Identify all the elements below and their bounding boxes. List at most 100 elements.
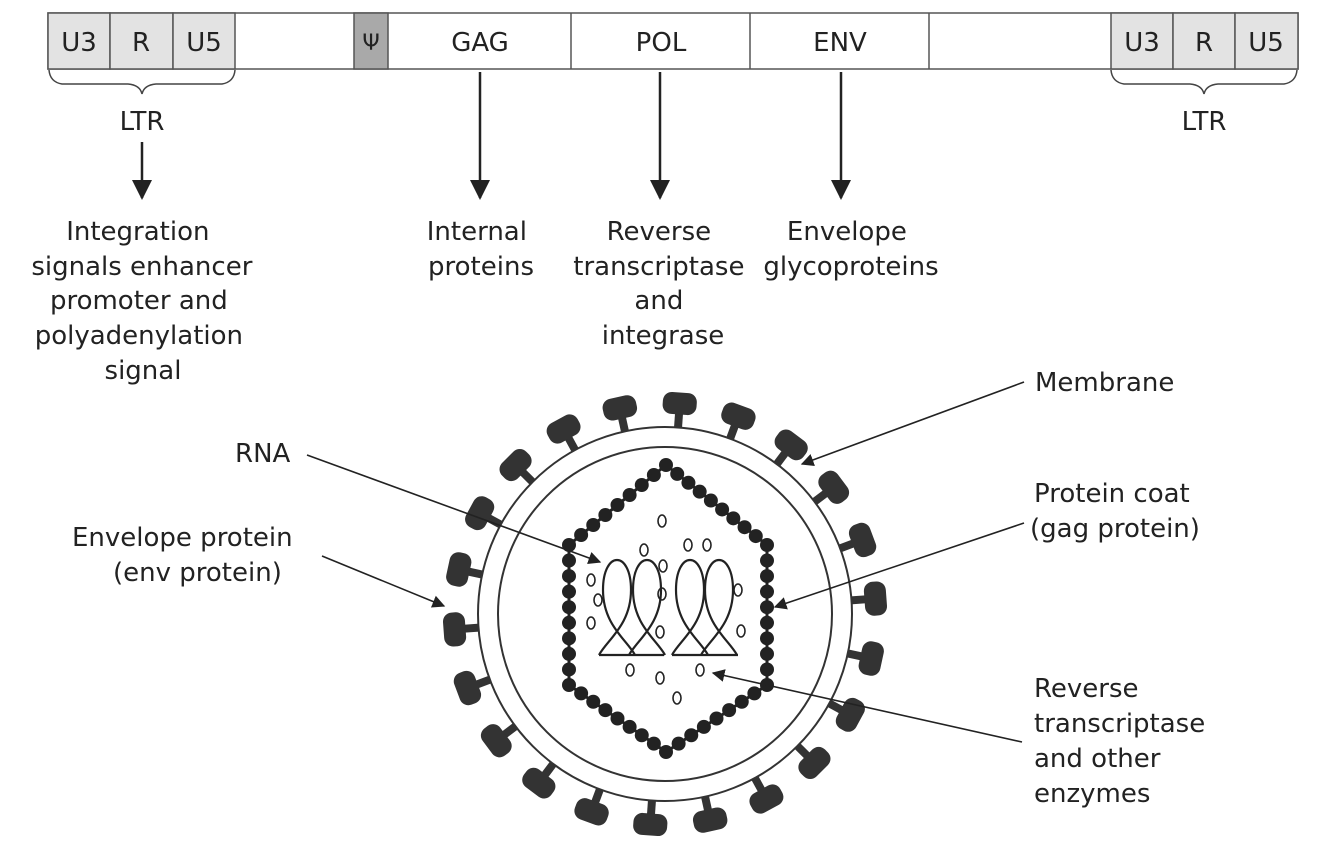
membrane-label: Membrane <box>1035 368 1174 398</box>
genome-map: U3 R U5 Ψ GAG POL ENV U3 R U5 LTR LTR <box>47 12 1299 137</box>
enzyme-oval <box>586 573 596 587</box>
capsid-bead <box>760 631 774 646</box>
capsid-bead <box>715 502 730 517</box>
u3-left-label: U3 <box>61 28 97 58</box>
envelope-protein-pointer <box>321 555 446 608</box>
capsid-bead <box>692 484 707 499</box>
protein-coat-pointer <box>773 522 1025 610</box>
capsid-bead <box>747 686 762 701</box>
genome-bar <box>47 12 1299 70</box>
ltr-right-brace <box>1110 69 1298 95</box>
capsid-bead <box>760 553 774 568</box>
capsid-bead <box>681 475 696 490</box>
capsid-bead <box>760 600 774 615</box>
capsid-bead <box>562 584 576 599</box>
r-left-label: R <box>132 28 150 58</box>
pol-product-text: Reverse transcriptase and integrase <box>573 217 753 351</box>
enzyme-oval <box>695 663 705 677</box>
enzymes-pointer <box>711 669 1023 743</box>
capsid-bead <box>574 528 589 542</box>
enzyme-oval <box>655 625 665 639</box>
r-left-box <box>109 12 174 70</box>
capsid-bead <box>760 615 774 630</box>
capsid-bead <box>646 468 661 482</box>
capsid-bead <box>598 703 613 718</box>
capsid-beads <box>562 458 774 759</box>
env-product-text: Envelope glycoproteins <box>763 217 938 282</box>
capsid-bead <box>574 686 589 701</box>
virion <box>442 391 888 837</box>
u5-left-box <box>172 12 236 70</box>
u5-right-label: U5 <box>1248 28 1284 58</box>
psi-box <box>353 12 389 70</box>
capsid-bead <box>562 600 576 615</box>
rna-loop <box>598 559 636 656</box>
capsid-bead <box>659 745 673 759</box>
enzyme-oval <box>593 593 603 607</box>
enzyme-oval <box>683 538 693 552</box>
capsid-bead <box>722 703 737 718</box>
psi-label: Ψ <box>362 31 379 56</box>
enzyme-oval <box>655 671 665 685</box>
ltr-left-brace <box>48 69 236 95</box>
u5-right-box <box>1234 12 1299 70</box>
capsid-bead <box>562 678 576 692</box>
u3-right-box <box>1110 12 1174 70</box>
capsid-bead <box>748 529 763 544</box>
outer-membrane <box>477 426 853 802</box>
enzymes-label: Reverse transcriptase and other enzymes <box>1034 674 1214 809</box>
capsid-bead <box>586 518 601 532</box>
capsid-bead <box>726 511 741 526</box>
capsid-bead <box>562 662 576 677</box>
capsid-bead <box>622 488 637 502</box>
r-right-label: R <box>1195 28 1213 58</box>
rna-loop <box>628 559 666 656</box>
gag-label: GAG <box>451 28 509 58</box>
enzyme-oval <box>657 514 667 528</box>
membrane-pointer <box>800 381 1025 467</box>
capsid-bead <box>760 646 774 661</box>
capsid-bead <box>760 662 774 677</box>
enzyme-oval <box>658 559 668 573</box>
ltr-function-text: Integration signals enhancer promoter an… <box>31 217 260 386</box>
capsid-bead <box>684 728 699 743</box>
capsid-bead <box>610 711 625 726</box>
capsid-bead <box>562 615 576 630</box>
capsid-bead <box>610 498 625 512</box>
capsid-bead <box>634 478 649 492</box>
u5-left-label: U5 <box>186 28 222 58</box>
capsid-bead <box>709 711 724 726</box>
capsid-bead <box>659 458 673 472</box>
enzyme-oval <box>657 587 667 601</box>
capsid-bead <box>598 508 613 522</box>
enzyme-molecules <box>586 514 746 705</box>
capsid-bead <box>671 736 686 751</box>
capsid-bead <box>562 538 576 552</box>
capsid-bead <box>737 520 752 535</box>
rna-loop <box>700 559 738 656</box>
rna-pointer <box>306 454 602 565</box>
enzyme-oval <box>672 691 682 705</box>
capsid-bead <box>703 493 718 508</box>
capsid-bead <box>670 466 685 481</box>
u3-left-box <box>47 12 111 70</box>
capsid-bead <box>734 694 749 709</box>
capsid-bead <box>562 646 576 661</box>
enzyme-oval <box>702 538 712 552</box>
rna-strands <box>598 559 738 657</box>
capsid-bead <box>562 553 576 568</box>
u3-right-label: U3 <box>1124 28 1160 58</box>
pol-label: POL <box>636 28 687 58</box>
ltr-right: U3 R U5 <box>1110 12 1299 70</box>
env-label: ENV <box>813 28 867 58</box>
enzyme-oval <box>639 543 649 557</box>
capsid-bead <box>760 538 774 552</box>
ltr-left: U3 R U5 <box>47 12 236 70</box>
capsid-bead <box>562 631 576 646</box>
enzyme-oval <box>586 616 596 630</box>
ltr-left-caption: LTR <box>120 107 165 137</box>
capsid-bead <box>646 736 661 751</box>
capsid-bead <box>696 719 711 734</box>
capsid-bead <box>760 584 774 599</box>
